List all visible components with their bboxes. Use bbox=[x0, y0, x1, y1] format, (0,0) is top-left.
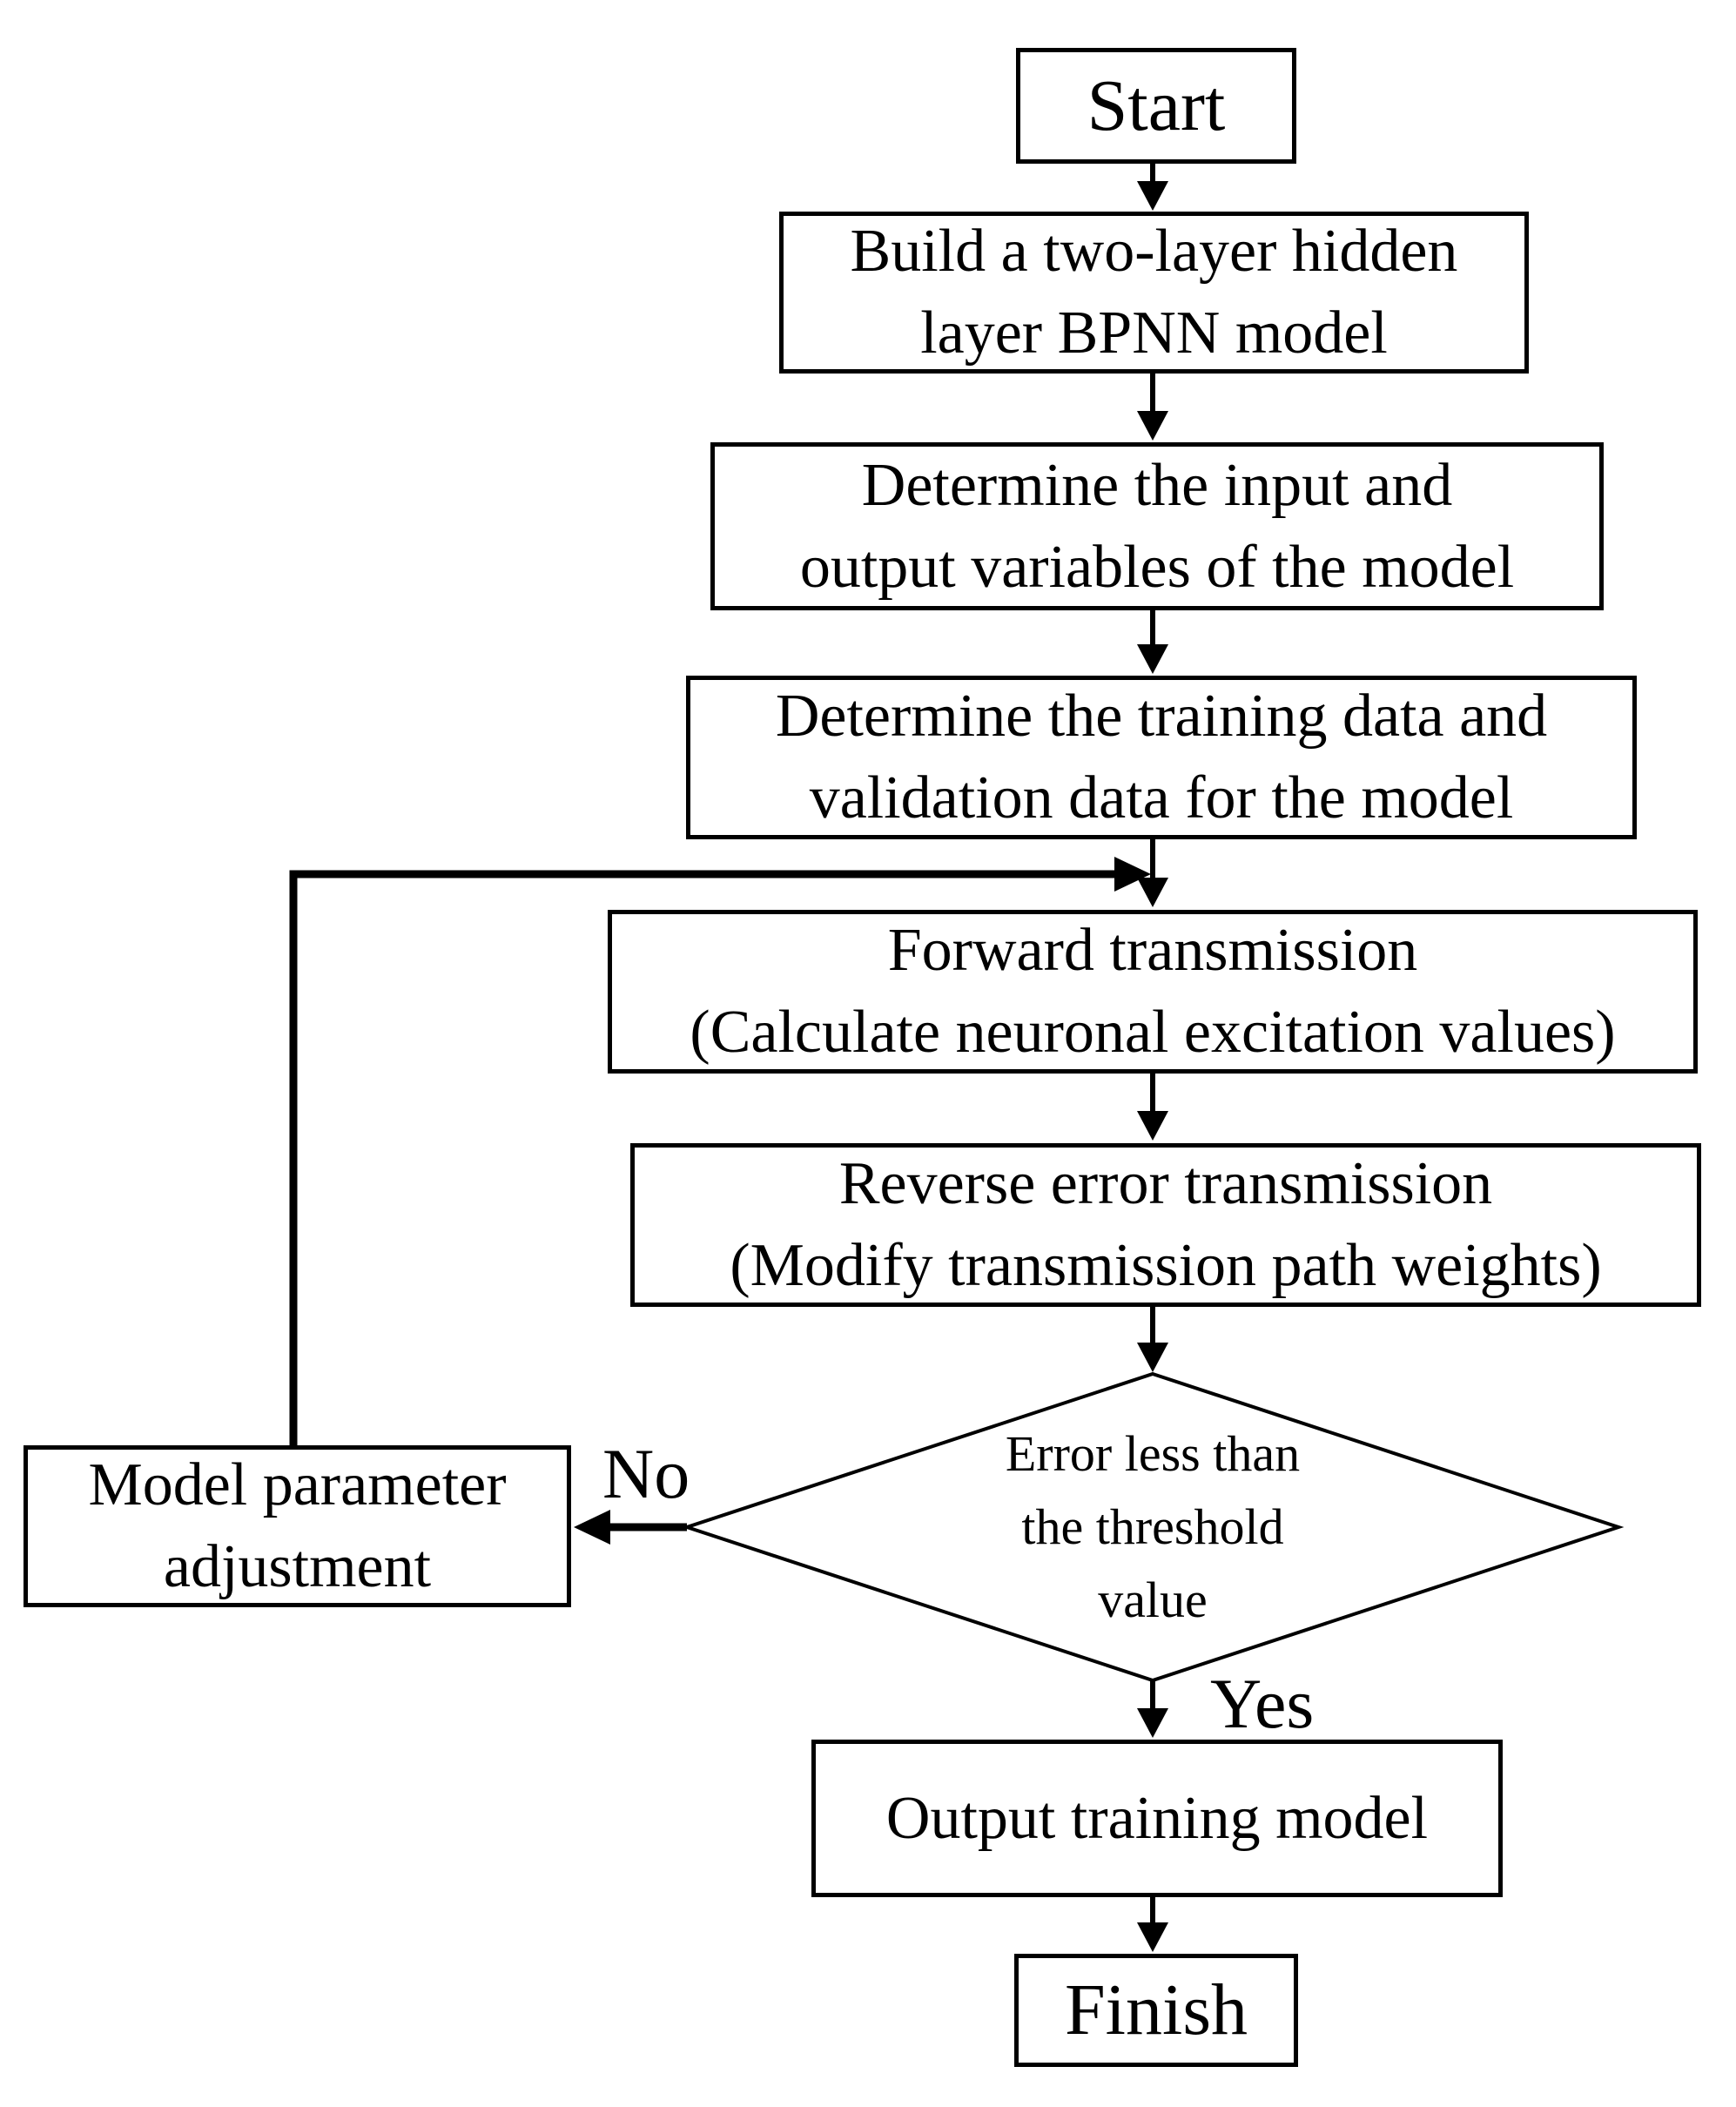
arrow-reverse-to-decision-head bbox=[1137, 1343, 1168, 1372]
node-forward-transmission-line1: Forward transmission bbox=[887, 917, 1418, 984]
node-decision-line2: the threshold bbox=[1021, 1498, 1284, 1555]
node-start-label: Start bbox=[1087, 64, 1226, 146]
arrow-output-to-finish-head bbox=[1137, 1922, 1168, 1952]
node-io-variables: Determine the input and output variables… bbox=[710, 442, 1604, 610]
node-build-model: Build a two-layer hidden layer BPNN mode… bbox=[779, 212, 1529, 374]
node-output-model-label: Output training model bbox=[885, 1784, 1429, 1852]
arrow-data-to-forward-head bbox=[1137, 878, 1168, 907]
node-decision-label: Error less than the threshold value bbox=[892, 1412, 1414, 1642]
node-build-model-line2: layer BPNN model bbox=[920, 300, 1388, 367]
node-parameter-adjustment: Model parameter adjustment bbox=[24, 1445, 571, 1607]
arrow-no-head bbox=[574, 1510, 610, 1545]
node-forward-transmission-line2: (Calculate neuronal excitation values) bbox=[690, 999, 1616, 1066]
node-io-variables-line1: Determine the input and bbox=[861, 451, 1453, 519]
node-finish-label: Finish bbox=[1064, 1969, 1248, 2050]
node-io-variables-line2: output variables of the model bbox=[799, 533, 1515, 601]
node-parameter-adjustment-line1: Model parameter bbox=[88, 1451, 507, 1518]
edge-label-yes: Yes bbox=[1210, 1664, 1315, 1743]
node-decision-line3: value bbox=[1098, 1572, 1208, 1628]
node-start: Start bbox=[1016, 48, 1296, 164]
node-reverse-transmission-line1: Reverse error transmission bbox=[838, 1150, 1493, 1217]
node-training-data: Determine the training data and validati… bbox=[686, 676, 1637, 839]
arrow-yes-head bbox=[1137, 1708, 1168, 1738]
node-forward-transmission: Forward transmission (Calculate neuronal… bbox=[608, 910, 1698, 1074]
arrow-start-to-build-head bbox=[1137, 181, 1168, 211]
edge-label-no: No bbox=[602, 1434, 690, 1513]
node-training-data-line1: Determine the training data and bbox=[775, 683, 1548, 750]
arrow-build-to-io-head bbox=[1137, 411, 1168, 441]
node-build-model-line1: Build a two-layer hidden bbox=[850, 218, 1458, 285]
node-reverse-transmission-line2: (Modify transmission path weights) bbox=[730, 1232, 1602, 1299]
arrow-forward-to-reverse-head bbox=[1137, 1111, 1168, 1141]
arrow-io-to-data-head bbox=[1137, 644, 1168, 674]
loop-line bbox=[289, 870, 1118, 1445]
node-parameter-adjustment-line2: adjustment bbox=[163, 1533, 432, 1600]
node-reverse-transmission: Reverse error transmission (Modify trans… bbox=[630, 1143, 1701, 1307]
loop-arrow-head bbox=[1114, 857, 1151, 892]
node-decision-line1: Error less than bbox=[1005, 1425, 1301, 1482]
node-finish: Finish bbox=[1014, 1954, 1298, 2067]
node-output-model: Output training model bbox=[811, 1740, 1503, 1897]
node-training-data-line2: validation data for the model bbox=[809, 764, 1514, 831]
